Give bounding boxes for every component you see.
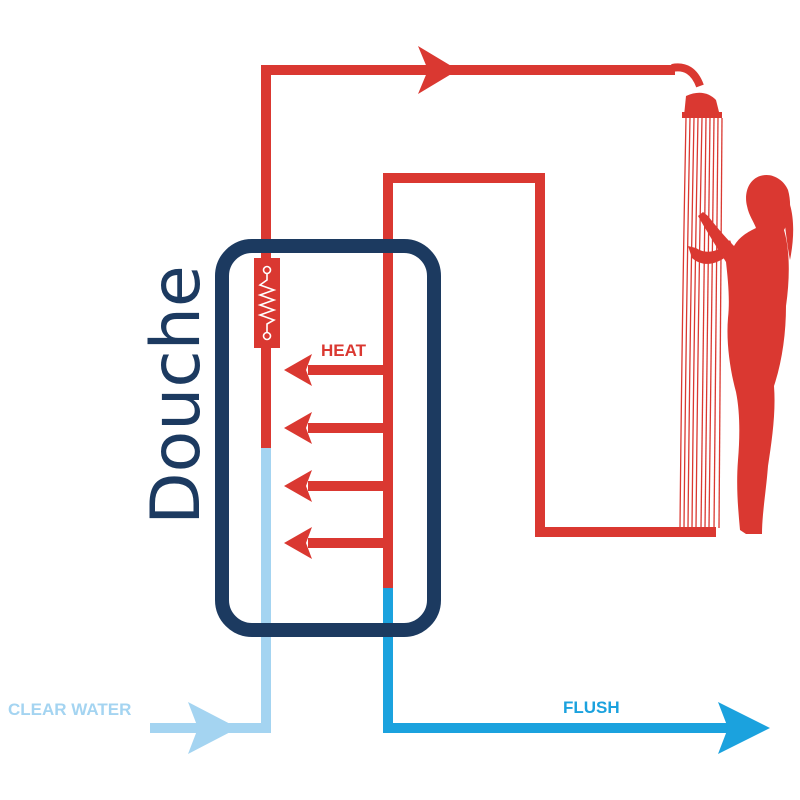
brand-label: Douche bbox=[137, 265, 216, 524]
woman-silhouette-icon bbox=[688, 174, 794, 535]
heat-exchanger-tank bbox=[215, 239, 441, 637]
shower-water-streams bbox=[679, 117, 723, 529]
heat-arrow bbox=[284, 470, 384, 502]
heat-label: HEAT bbox=[321, 341, 367, 360]
heating-element-icon bbox=[254, 258, 280, 348]
shower-head-icon bbox=[671, 63, 722, 118]
heat-transfer-arrows bbox=[284, 354, 384, 559]
flush-arrow bbox=[718, 702, 770, 754]
heat-arrow bbox=[284, 354, 384, 386]
flush-label: FLUSH bbox=[563, 698, 620, 717]
flush-drain-pipe bbox=[383, 588, 770, 754]
heat-arrow bbox=[284, 527, 384, 559]
clear-water-arrow bbox=[188, 702, 238, 754]
hot-waste-return-pipe bbox=[383, 173, 716, 590]
clear-water-inlet-pipe bbox=[150, 448, 271, 754]
clear-water-label: CLEAR WATER bbox=[8, 700, 131, 719]
hot-flow-arrow bbox=[418, 46, 458, 94]
heat-arrow bbox=[284, 412, 384, 444]
